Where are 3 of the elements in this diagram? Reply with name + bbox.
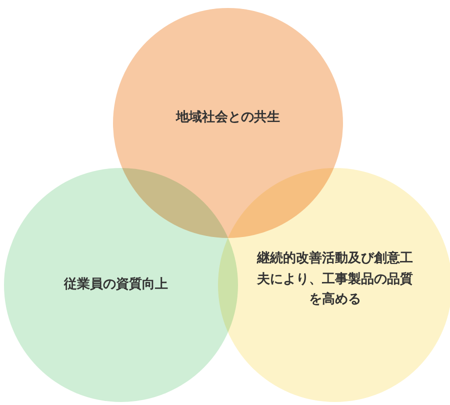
circle-label: 従業員の資質向上: [64, 276, 168, 294]
circle-label: 継続的改善活動及び創意工夫により、工事製品の品質を高める: [256, 250, 414, 310]
circle-label: 地域社会との共生: [176, 108, 280, 127]
